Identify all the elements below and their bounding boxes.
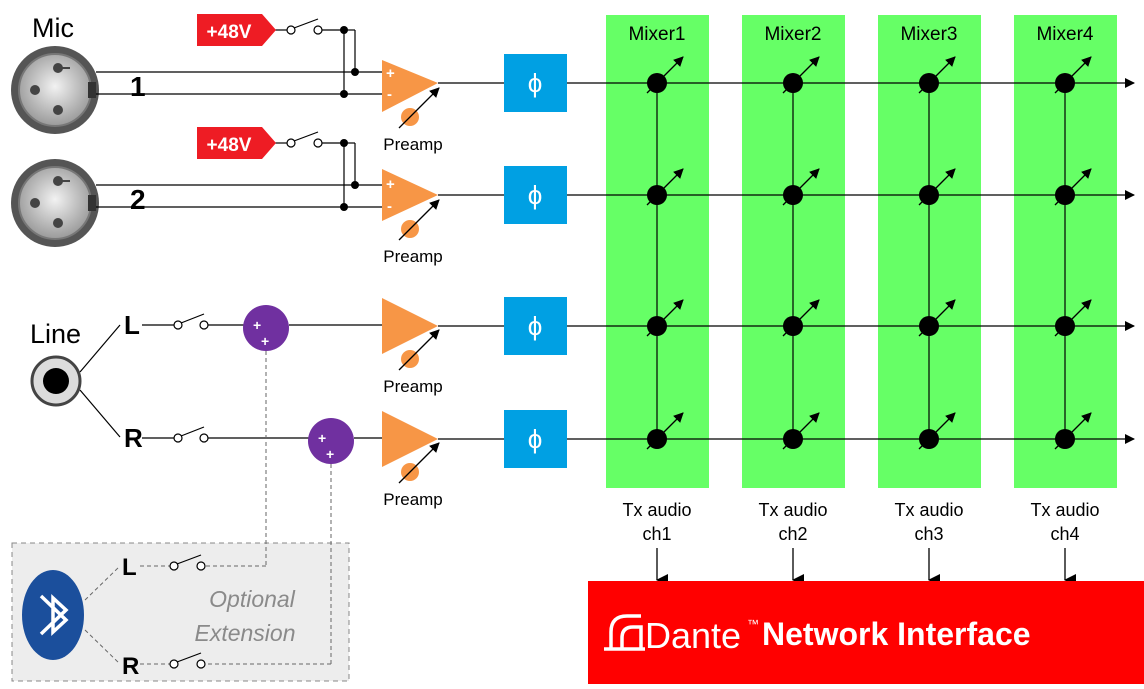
channel-1-label: 1 — [130, 71, 146, 102]
switch-icon — [286, 18, 323, 35]
preamp-label: Preamp — [383, 377, 443, 396]
tx-label-3a: Tx audio — [894, 500, 963, 520]
tx-arrows — [656, 548, 1076, 586]
line-left-label: L — [124, 310, 140, 340]
svg-text:ϕ: ϕ — [528, 424, 543, 454]
crosspoint-gain-mixer4-input4 — [1054, 412, 1092, 450]
crosspoint-gain-mixer3-input2 — [918, 168, 956, 206]
switch-icon — [173, 426, 209, 443]
svg-text:+: + — [326, 446, 334, 462]
dante-tm: ™ — [747, 617, 759, 631]
mic2-junctions — [340, 139, 359, 211]
svg-text:-: - — [387, 198, 392, 215]
line-right-label: R — [124, 423, 143, 453]
preamp-label: Preamp — [383, 490, 443, 509]
crosspoint-gain-mixer2-input3 — [782, 299, 820, 337]
phantom-power-tag-1: +48V — [197, 14, 276, 46]
mixer-sum-lines — [656, 83, 1066, 439]
mixer-columns: Mixer1 Mixer2 Mixer3 Mixer4 — [606, 15, 1117, 488]
svg-text:-: - — [387, 86, 392, 103]
phase-box-3: ϕ — [504, 297, 567, 355]
line-label: Line — [30, 319, 81, 349]
line-wires — [79, 324, 382, 439]
tx-label-4a: Tx audio — [1030, 500, 1099, 520]
xlr-connector-icon — [11, 159, 99, 247]
crosspoint-gain-mixer1-input4 — [646, 412, 684, 450]
crosspoint-gain-mixer3-input1 — [918, 56, 956, 94]
mixer1-label: Mixer1 — [628, 24, 685, 45]
crosspoint-gain-mixer2-input1 — [782, 56, 820, 94]
crosspoint-gain-mixer2-input4 — [782, 412, 820, 450]
bt-right-label: R — [122, 653, 139, 680]
phantom-power-label: +48V — [207, 22, 252, 43]
preamp-label: Preamp — [383, 135, 443, 154]
crosspoint-gain-mixer2-input2 — [782, 168, 820, 206]
channel-2-label: 2 — [130, 184, 146, 215]
optional-line2: Extension — [194, 620, 295, 646]
tx-label-2b: ch2 — [778, 524, 807, 544]
mixer4-label: Mixer4 — [1036, 24, 1093, 45]
preamp-4: Preamp — [382, 411, 443, 509]
svg-text:+: + — [253, 317, 261, 333]
tx-label-4b: ch4 — [1050, 524, 1079, 544]
tx-label-3b: ch3 — [914, 524, 943, 544]
svg-text:+: + — [261, 333, 269, 349]
svg-text:+: + — [318, 430, 326, 446]
phase-box-4: ϕ — [504, 410, 567, 468]
dante-logo-icon — [604, 614, 645, 651]
preamp-2: + - Preamp — [382, 169, 443, 266]
mic-label: Mic — [32, 13, 74, 43]
crosspoint-gain-mixer1-input1 — [646, 56, 684, 94]
xlr-connector-icon — [11, 46, 99, 134]
dante-text: Network Interface — [762, 616, 1031, 652]
crosspoint-gain-mixer1-input2 — [646, 168, 684, 206]
phantom-power-tag-2: +48V — [197, 127, 276, 159]
crosspoint-gain-mixer3-input3 — [918, 299, 956, 337]
bluetooth-links — [84, 351, 332, 665]
optional-line1: Optional — [209, 586, 296, 612]
summing-node-icon: + + — [243, 305, 289, 351]
svg-text:+: + — [386, 176, 395, 193]
crosspoints — [646, 56, 1092, 450]
switch-icon — [169, 554, 206, 571]
mic1-wires — [96, 29, 382, 95]
bluetooth-icon — [22, 570, 84, 660]
preamp-label: Preamp — [383, 247, 443, 266]
svg-text:ϕ: ϕ — [528, 311, 543, 341]
crosspoint-gain-mixer4-input3 — [1054, 299, 1092, 337]
switch-icon — [286, 131, 323, 148]
bt-left-label: L — [122, 554, 137, 581]
switch-icon — [173, 313, 209, 330]
mic1-junctions — [340, 26, 359, 98]
dante-network-interface: Dante ™ Network Interface — [588, 581, 1144, 684]
svg-text:ϕ: ϕ — [528, 68, 543, 98]
phase-box-1: ϕ — [504, 54, 567, 112]
crosspoint-gain-mixer4-input2 — [1054, 168, 1092, 206]
dante-brand: Dante — [645, 615, 741, 656]
phantom-power-label: +48V — [207, 135, 252, 156]
svg-text:+: + — [386, 65, 395, 82]
phase-box-2: ϕ — [504, 166, 567, 224]
tx-label-1b: ch1 — [642, 524, 671, 544]
summing-node-icon: + + — [308, 418, 354, 464]
tx-label-1a: Tx audio — [622, 500, 691, 520]
switch-icon — [169, 652, 206, 669]
crosspoint-gain-mixer4-input1 — [1054, 56, 1092, 94]
crosspoint-gain-mixer3-input4 — [918, 412, 956, 450]
svg-text:ϕ: ϕ — [528, 180, 543, 210]
jack-connector-icon — [30, 355, 82, 407]
tx-audio-labels: Tx audio ch1 Tx audio ch2 Tx audio ch3 T… — [622, 500, 1099, 544]
tx-label-2a: Tx audio — [758, 500, 827, 520]
preamp-1: + - Preamp — [382, 60, 443, 154]
mixer2-label: Mixer2 — [764, 24, 821, 45]
preamp-3: Preamp — [382, 298, 443, 396]
crosspoint-gain-mixer1-input3 — [646, 299, 684, 337]
mixer3-label: Mixer3 — [900, 24, 957, 45]
